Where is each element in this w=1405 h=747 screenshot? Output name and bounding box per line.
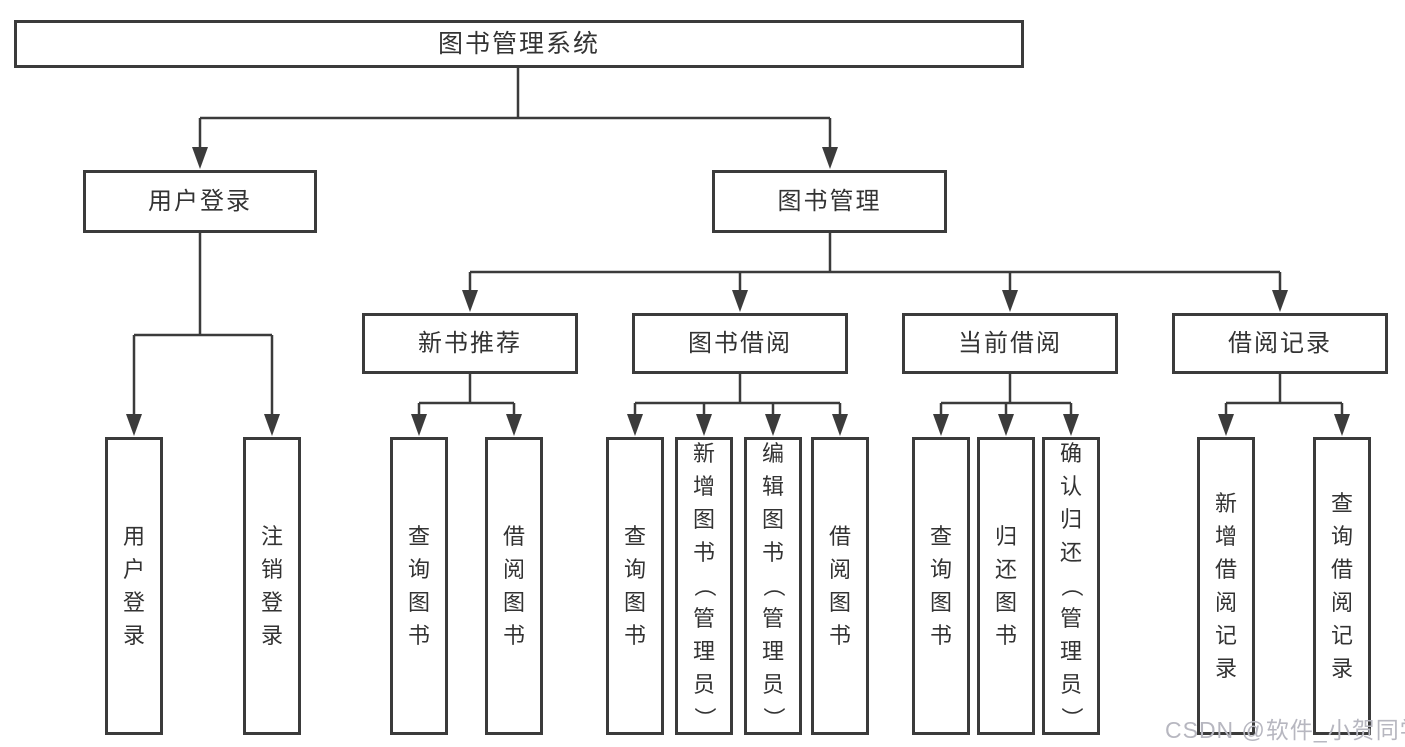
node-user-login: 用户登录 [83,170,317,233]
leaf-label: 新增图书（管理员） [691,441,717,730]
leaf-label: 编辑图书（管理员） [760,441,786,730]
leaf-label: 查询借阅记录 [1330,490,1353,681]
node-label: 图书管理系统 [437,29,600,58]
leaf-records-query-record: 查询借阅记录 [1313,437,1371,735]
leaf-recommend-borrow-books: 借阅图书 [485,437,543,735]
node-label: 当前借阅 [958,329,1062,357]
leaf-borrowing-borrow-books: 借阅图书 [811,437,869,735]
leaf-user-login: 用户登录 [105,437,163,735]
leaf-borrowing-edit-books-admin: 编辑图书（管理员） [744,437,802,735]
leaf-borrowing-query-books: 查询图书 [606,437,664,735]
node-borrowing-records: 借阅记录 [1172,313,1388,374]
leaf-current-return-books: 归还图书 [977,437,1035,735]
leaf-label: 查询图书 [623,523,646,648]
leaf-label: 查询图书 [407,523,430,648]
leaf-label: 注销登录 [260,523,283,648]
leaf-logout: 注销登录 [243,437,301,735]
node-label: 图书借阅 [688,329,792,357]
csdn-watermark: CSDN @软件_小贺同学 [1165,717,1405,743]
leaf-borrowing-add-books-admin: 新增图书（管理员） [675,437,733,735]
leaf-label: 借阅图书 [828,523,851,648]
arrowheads [126,147,1350,436]
leaf-records-add-record: 新增借阅记录 [1197,437,1255,735]
leaf-current-query-books: 查询图书 [912,437,970,735]
node-new-book-recommend: 新书推荐 [362,313,578,374]
leaf-label: 新增借阅记录 [1214,490,1237,681]
node-book-borrowing: 图书借阅 [632,313,848,374]
leaf-label: 借阅图书 [502,523,525,648]
leaf-recommend-query-books: 查询图书 [390,437,448,735]
leaf-label: 用户登录 [122,523,145,648]
node-label: 图书管理 [777,187,882,215]
node-label: 新书推荐 [418,329,522,357]
leaf-current-confirm-return-admin: 确认归还（管理员） [1042,437,1100,735]
node-label: 借阅记录 [1228,329,1332,357]
leaf-label: 查询图书 [929,523,952,648]
leaf-label: 归还图书 [994,523,1017,648]
node-book-management: 图书管理 [712,170,947,233]
node-library-management-system: 图书管理系统 [14,20,1024,68]
node-current-borrowing: 当前借阅 [902,313,1118,374]
node-label: 用户登录 [148,187,252,215]
leaf-label: 确认归还（管理员） [1058,441,1084,730]
